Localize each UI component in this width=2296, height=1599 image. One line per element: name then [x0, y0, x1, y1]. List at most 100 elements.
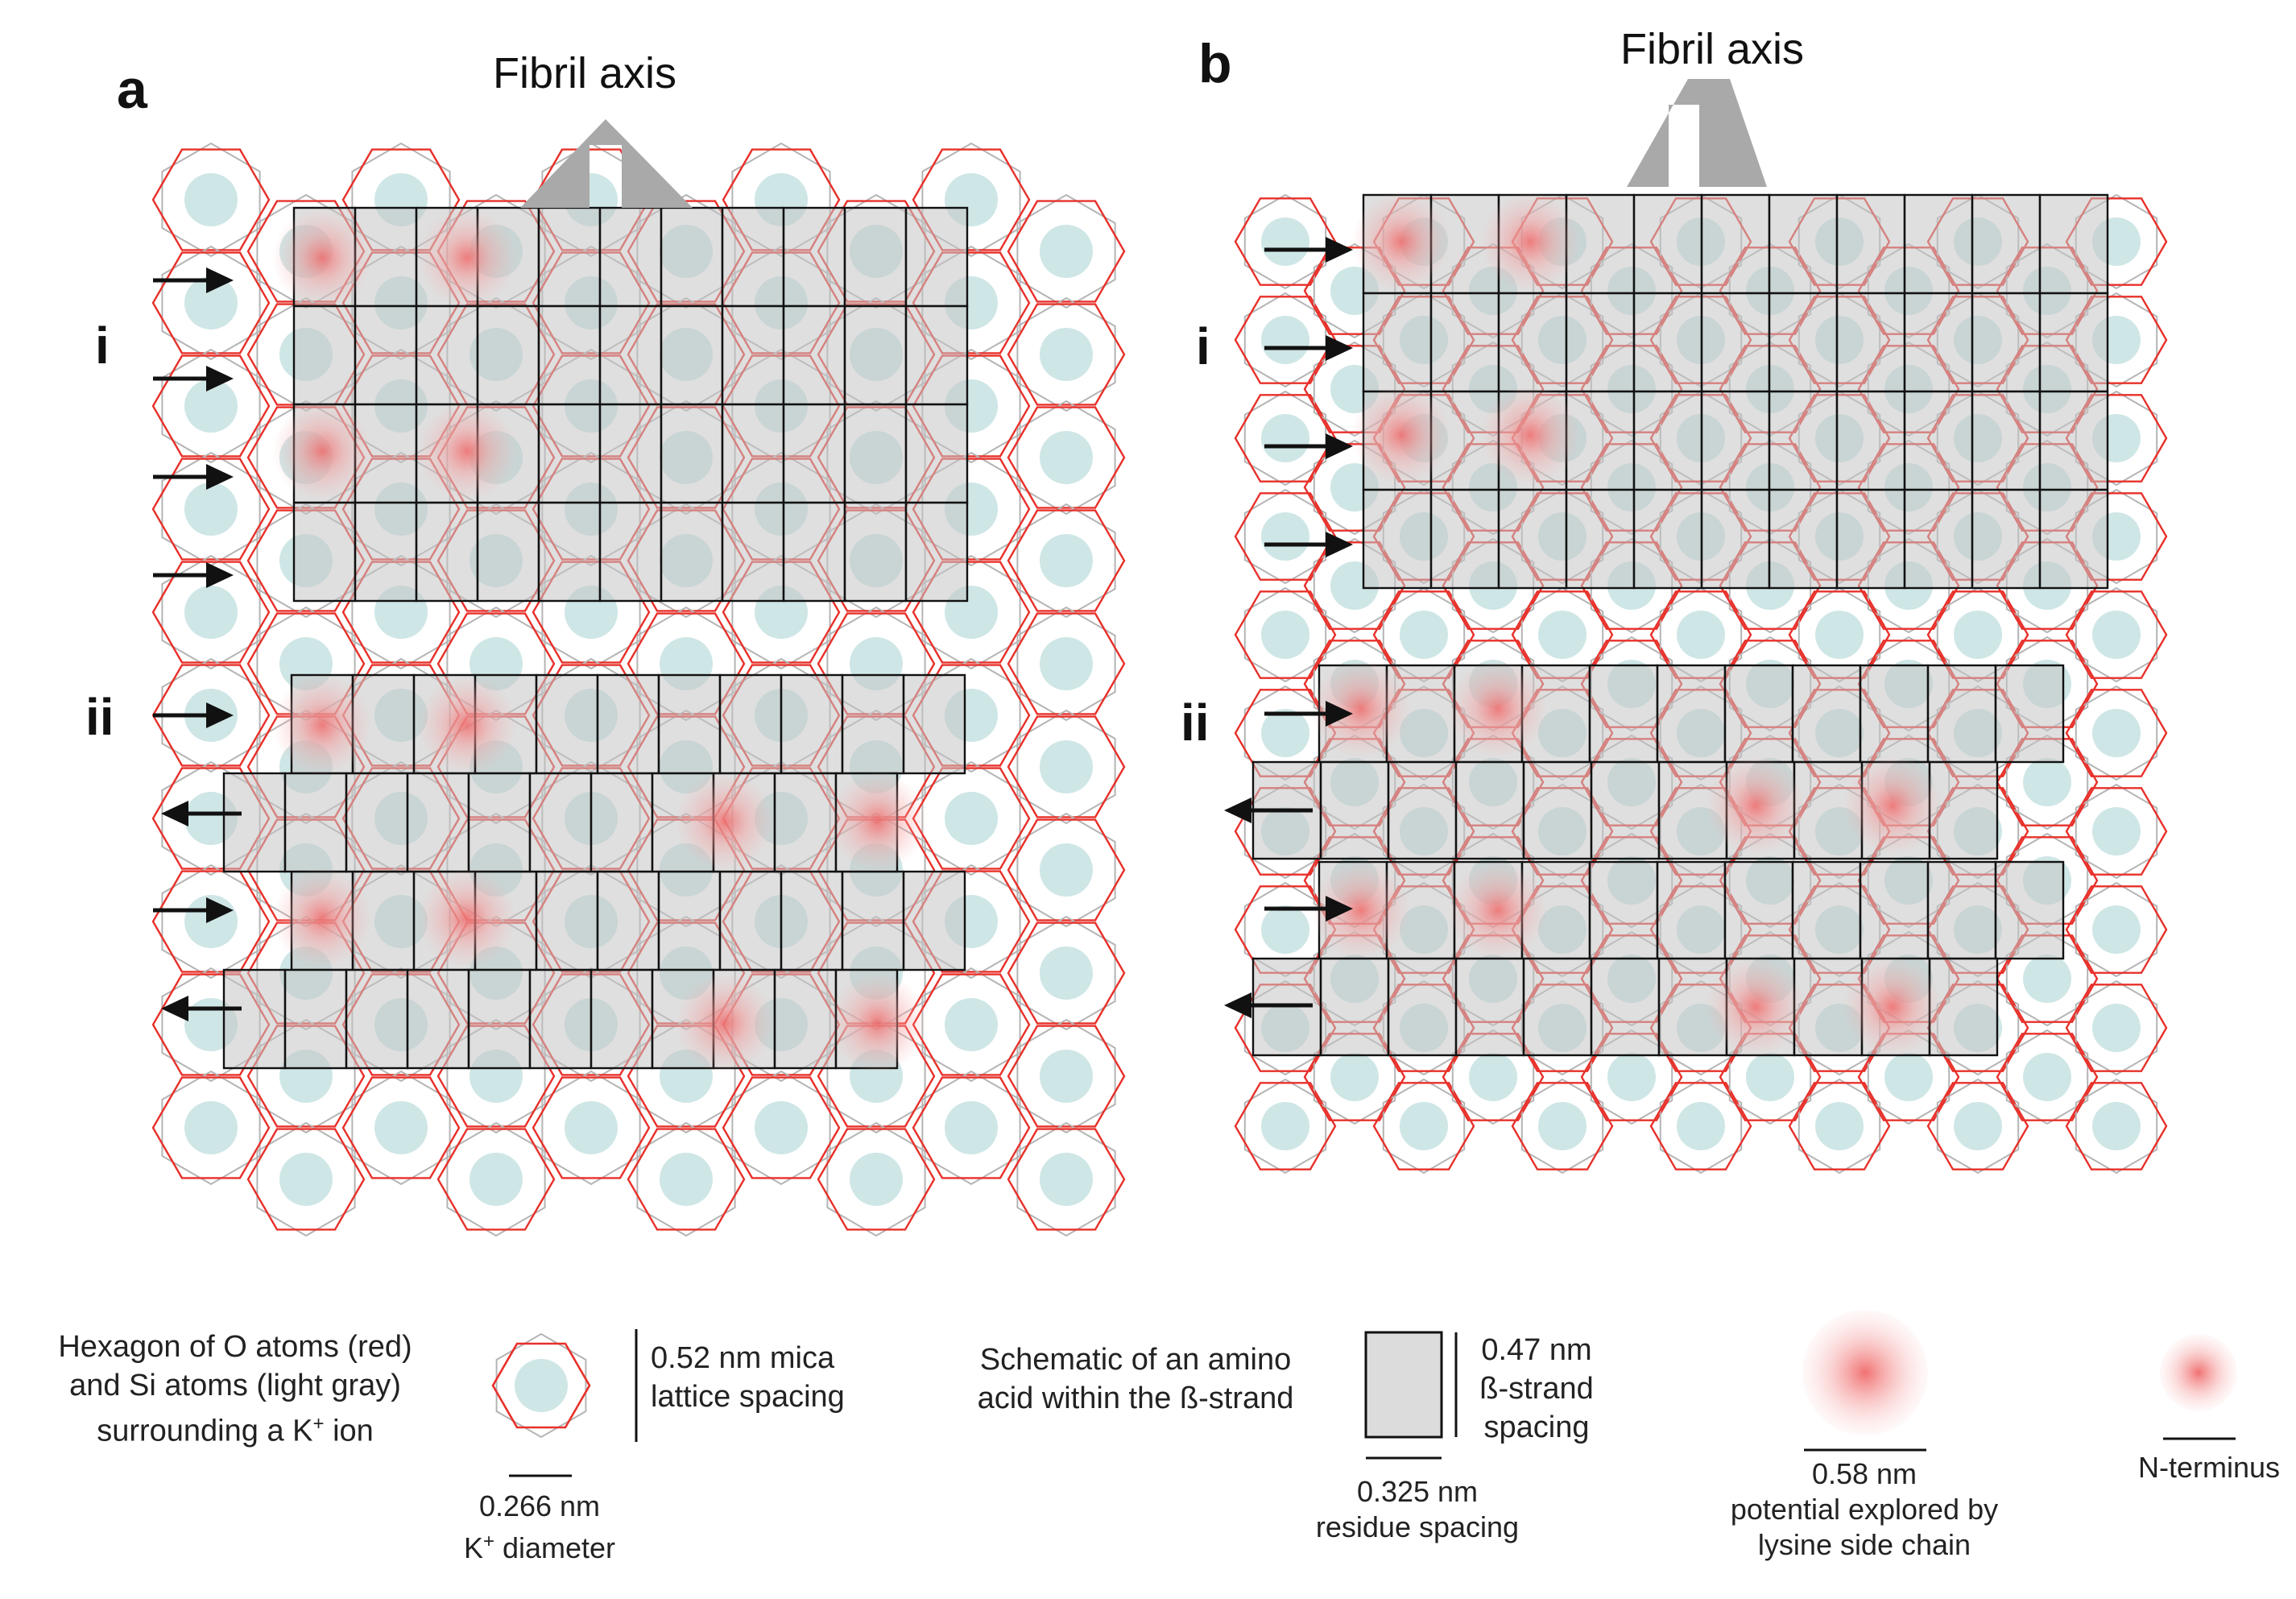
residue-block	[2038, 193, 2109, 295]
k-ion	[1261, 217, 1309, 266]
strand-arrow-head	[1326, 701, 1353, 727]
strand-arrow-head	[1326, 433, 1353, 459]
legend-lysine-glow	[1802, 1310, 1928, 1435]
si-hexagon	[2005, 1029, 2089, 1125]
residue-block	[660, 304, 724, 406]
residue-block	[1387, 760, 1458, 860]
lysine-glow	[1311, 860, 1411, 960]
strand-arrow-head	[1326, 335, 1353, 361]
strand-arrow-head	[206, 562, 234, 588]
residue-block	[1700, 488, 1771, 590]
k-ion	[1261, 611, 1309, 659]
lysine-glow	[1351, 192, 1451, 292]
residue-block	[1791, 860, 1862, 960]
si-hexagon	[826, 1121, 926, 1237]
residue-block	[292, 304, 357, 406]
o-hexagon	[1007, 715, 1126, 818]
o-hexagon	[817, 1128, 936, 1231]
k-ion	[184, 379, 238, 433]
residue-block	[2038, 488, 2109, 590]
o-hexagon	[1234, 197, 1337, 286]
k-ion	[1040, 843, 1093, 897]
residue-block	[843, 403, 908, 504]
si-hexagon	[1243, 488, 1327, 585]
k-ion	[2023, 758, 2071, 806]
residue-block	[1971, 488, 2042, 590]
o-hexagon	[912, 561, 1031, 664]
k-ion	[1607, 1053, 1656, 1101]
k-ion	[945, 792, 998, 845]
residue-block	[292, 501, 357, 603]
residue-block	[354, 304, 418, 406]
residue-block	[1319, 760, 1390, 860]
residue-block	[1362, 292, 1433, 393]
residue-block	[467, 772, 532, 873]
residue-block	[1454, 957, 1525, 1057]
residue-block	[1588, 860, 1659, 960]
k-ion	[1815, 1102, 1864, 1150]
strand-arrow-head	[1326, 532, 1353, 557]
k-ion	[1040, 431, 1093, 484]
strand-arrow-head	[1224, 797, 1251, 823]
residue-block	[1497, 292, 1568, 393]
si-hexagon	[256, 1121, 356, 1237]
residue-block	[1835, 292, 1906, 393]
strand-arrow-head	[161, 996, 188, 1021]
k-ion	[1261, 316, 1309, 364]
o-hexagon	[2065, 984, 2168, 1072]
residue-block	[535, 673, 599, 775]
residue-block	[1903, 488, 1974, 590]
si-hexagon	[1797, 1078, 1881, 1174]
si-hexagon	[161, 657, 261, 773]
row-label-a-i: i	[95, 317, 110, 375]
legend-strand-spacing: 0.47 nm ß-strand spacing	[1479, 1333, 1594, 1444]
si-hexagon	[161, 245, 261, 361]
o-hexagon	[1788, 1082, 1891, 1170]
residue-block	[537, 206, 602, 308]
o-hexagon	[436, 1128, 556, 1231]
si-hexagon	[1016, 1018, 1116, 1134]
residue-block	[1429, 488, 1500, 590]
o-hexagon	[1234, 394, 1337, 483]
o-hexagon	[1372, 1082, 1475, 1170]
si-hexagon	[1016, 503, 1116, 619]
fibril-axis-title-a: Fibril axis	[493, 49, 677, 97]
lysine-glow	[417, 208, 517, 308]
residue-block	[904, 501, 969, 603]
residue-block	[1565, 488, 1636, 590]
residue-block	[660, 403, 724, 504]
lysine-glow	[272, 208, 372, 308]
k-ion	[2092, 807, 2141, 855]
residue-block	[222, 772, 287, 873]
residue-block	[1971, 390, 2042, 491]
k-ion	[660, 1153, 713, 1206]
strand-arrow-head	[206, 464, 234, 490]
residue-block	[1700, 390, 1771, 491]
residue-block	[1835, 488, 1906, 590]
lysine-glow	[1448, 659, 1548, 759]
o-hexagon	[1007, 200, 1126, 303]
si-hexagon	[731, 1070, 831, 1186]
residue-block	[590, 772, 654, 873]
residue-block	[721, 501, 785, 603]
lysine-glow	[1480, 192, 1580, 292]
residue-block	[902, 673, 966, 775]
k-ion	[279, 1153, 333, 1206]
o-hexagon	[627, 1128, 746, 1231]
si-hexagon	[2075, 586, 2158, 683]
residue-block	[1497, 488, 1568, 590]
k-ion	[1040, 740, 1093, 793]
si-hexagon	[161, 554, 261, 670]
residue-block	[1859, 860, 1930, 960]
residue-block	[718, 673, 783, 775]
k-ion	[1746, 1053, 1794, 1101]
k-ion	[1261, 414, 1309, 462]
o-hexagon	[151, 354, 271, 458]
lysine-glow	[417, 868, 517, 968]
o-hexagon	[1234, 590, 1337, 679]
residue-block	[780, 673, 844, 775]
si-hexagon	[161, 1070, 261, 1186]
residue-block	[1700, 193, 1771, 295]
residue-block	[1632, 390, 1703, 491]
